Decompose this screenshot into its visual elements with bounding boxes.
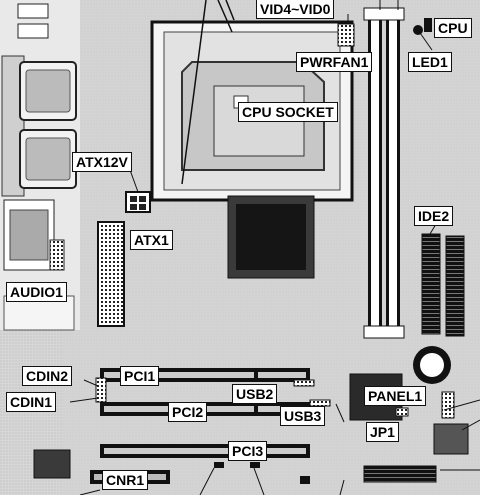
- label-pci1: PCI1: [120, 366, 160, 386]
- label-cpu-socket: CPU SOCKET: [238, 102, 338, 122]
- vid-jumper-block: [337, 23, 355, 47]
- label-ide2: IDE2: [414, 206, 454, 226]
- label-jp1: JP1: [366, 422, 399, 442]
- atx12v-connector: [125, 191, 151, 213]
- dimm-slots: [363, 7, 405, 339]
- atx-power-connector: [97, 221, 125, 327]
- label-vid: VID4~VID0: [256, 0, 335, 19]
- label-atx12v: ATX12V: [72, 152, 132, 172]
- label-usb2: USB2: [232, 384, 278, 404]
- ide-connector-2: [445, 235, 465, 337]
- label-pci3: PCI3: [228, 441, 268, 461]
- io-chip: [433, 423, 469, 455]
- label-pci2: PCI2: [168, 402, 208, 422]
- label-cpu-fan: CPU: [434, 18, 472, 38]
- rear-io-panel: [0, 0, 80, 331]
- usb2-header: [293, 379, 315, 387]
- label-atx1: ATX1: [130, 230, 173, 250]
- label-cnr: CNR1: [102, 470, 149, 490]
- cdin-header: [95, 377, 107, 403]
- jp1-jumper: [395, 407, 409, 417]
- label-usb3: USB3: [280, 406, 326, 426]
- cpu-fan-header: [424, 18, 432, 32]
- panel-header: [441, 391, 455, 419]
- label-panel: PANEL1: [364, 386, 427, 406]
- label-cdin2: CDIN2: [22, 366, 73, 386]
- northbridge-chip: [227, 195, 315, 279]
- audio-chip: [33, 449, 71, 479]
- label-cdin1: CDIN1: [6, 392, 57, 412]
- floppy-connector: [363, 465, 437, 483]
- label-led: LED1: [408, 52, 452, 72]
- label-audio: AUDIO1: [6, 282, 67, 302]
- label-pwrfan: PWRFAN1: [296, 52, 373, 72]
- ide-connector-1: [421, 233, 441, 335]
